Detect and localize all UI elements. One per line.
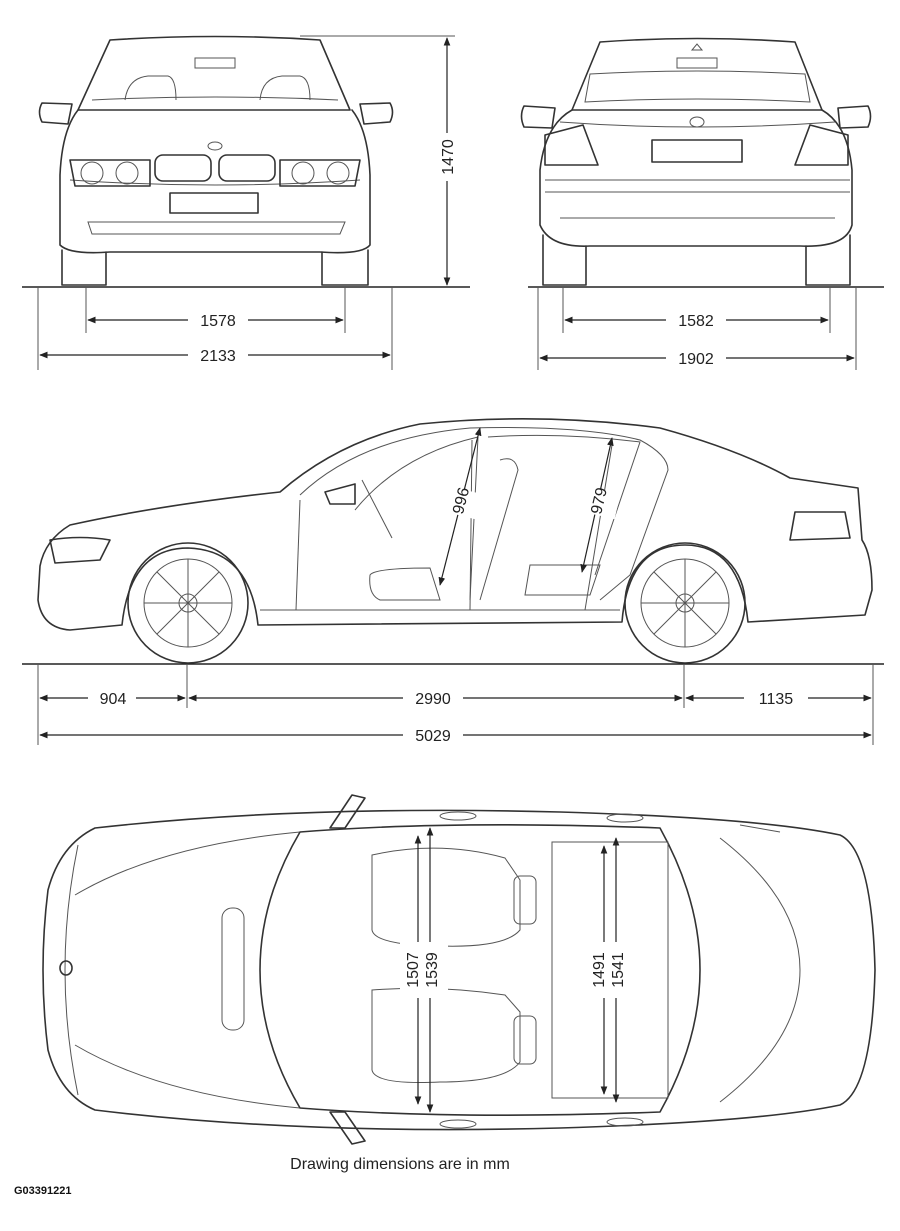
side-view-drawing bbox=[22, 418, 884, 747]
front-track-label: 1578 bbox=[200, 313, 236, 330]
front-shoulder-label: 1507 bbox=[405, 952, 422, 988]
figure-code: G03391221 bbox=[14, 1185, 72, 1197]
front-headroom-label: 996 bbox=[450, 486, 473, 516]
dimensions-caption: Drawing dimensions are in mm bbox=[290, 1156, 510, 1173]
rear-overhang-label: 1135 bbox=[759, 691, 794, 708]
length-label: 5029 bbox=[415, 728, 451, 745]
height-label: 1470 bbox=[440, 139, 457, 175]
rear-headroom-label: 979 bbox=[588, 486, 611, 516]
rear-track-label: 1582 bbox=[678, 313, 714, 330]
rear-shoulder-label: 1491 bbox=[591, 952, 608, 988]
rear-elbow-label: 1541 bbox=[610, 952, 627, 988]
front-width-label: 2133 bbox=[200, 348, 236, 365]
top-view-drawing bbox=[42, 794, 876, 1145]
front-elbow-label: 1539 bbox=[424, 952, 441, 988]
front-view-drawing bbox=[22, 35, 470, 370]
wheelbase-label: 2990 bbox=[415, 691, 451, 708]
rear-width-label: 1902 bbox=[678, 351, 714, 368]
front-overhang-label: 904 bbox=[100, 691, 127, 708]
rear-view-drawing bbox=[520, 37, 884, 370]
